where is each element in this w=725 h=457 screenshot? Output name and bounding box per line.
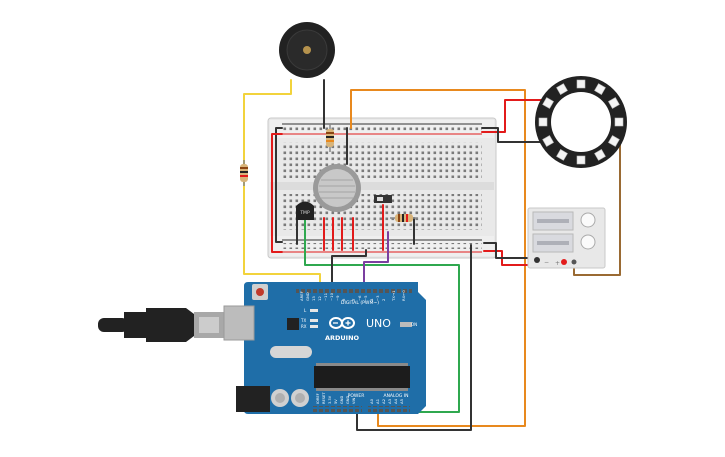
pin-label-7: 7 xyxy=(351,298,356,301)
pin-label-12: 12 xyxy=(317,296,322,301)
neopixel-led xyxy=(538,117,548,127)
neopixel-led xyxy=(576,79,586,89)
wire-red-left-rail[interactable] xyxy=(271,133,283,253)
wire-red-ring-power[interactable] xyxy=(481,99,546,133)
wire-black-supply[interactable] xyxy=(483,242,537,259)
pin-label-9: ~9 xyxy=(335,295,340,301)
slide-switch[interactable] xyxy=(374,195,392,203)
wires xyxy=(243,79,621,431)
breadboard-center-channel xyxy=(270,182,494,190)
digital-header[interactable] xyxy=(296,288,412,294)
supply-knob-bottom[interactable] xyxy=(580,234,596,250)
pin-label-11: ~11 xyxy=(323,292,328,301)
power-label: POWER xyxy=(348,393,365,399)
pin-label-10: ~10 xyxy=(329,292,334,301)
supply-terminal-negative[interactable] xyxy=(534,257,540,263)
usb-b-port[interactable] xyxy=(223,305,255,341)
pin-label-a1: A1 xyxy=(375,398,380,404)
analog-header[interactable] xyxy=(368,406,410,412)
pin-label-reset: RESET xyxy=(322,392,326,404)
wire-black-left-rail[interactable] xyxy=(275,127,283,243)
led-label-tx: TX xyxy=(300,318,306,323)
resistor-top[interactable] xyxy=(326,124,334,152)
pin-label-5v: 5V xyxy=(334,399,338,404)
neopixel-led xyxy=(614,117,624,127)
pin-label-5: ~5 xyxy=(363,295,368,301)
neopixel-led xyxy=(556,83,568,95)
microcontroller-chip xyxy=(314,366,410,388)
buzzer-center-dot xyxy=(303,46,311,54)
status-leds: L TX RX ON xyxy=(300,308,417,329)
supply-terminal-positive[interactable] xyxy=(561,259,567,265)
neopixel-led xyxy=(594,83,606,95)
usb-cable xyxy=(98,308,224,342)
led-label-rx: RX xyxy=(301,324,307,329)
power-supply[interactable]: − + xyxy=(527,207,606,269)
analog-label: ANALOG IN xyxy=(383,393,408,399)
pin-label-3v3: 3.3V xyxy=(328,395,332,404)
pin-label-gnd1: GND xyxy=(340,396,344,404)
neopixel-led xyxy=(594,149,606,161)
temp-sensor-label: TMP xyxy=(299,210,310,216)
wire-black-ground-header[interactable] xyxy=(331,249,367,289)
temperature-sensor[interactable]: TMP xyxy=(296,201,314,221)
neopixel-led xyxy=(542,97,554,109)
pin-label-a2: A2 xyxy=(381,398,386,404)
arduino-brand: ARDUINO xyxy=(325,334,360,342)
pin-label-2: 2 xyxy=(381,298,386,301)
resistor-right[interactable] xyxy=(390,214,418,222)
digital-pin-labels: AREF GND 13 12 ~11 ~10 ~9 8 7 ~6 ~5 4 ~3… xyxy=(299,290,406,302)
power-header[interactable] xyxy=(312,406,362,412)
pin-label-a5: A5 xyxy=(399,398,404,404)
small-chip xyxy=(287,318,299,330)
pin-label-ioref: IOREF xyxy=(316,393,320,404)
neopixel-ring[interactable] xyxy=(535,76,627,168)
resistor-left[interactable] xyxy=(240,160,248,186)
pin-label-a0: A0 xyxy=(369,398,374,404)
dc-power-jack[interactable] xyxy=(236,386,270,412)
pin-label-gnd2: GND xyxy=(346,396,350,404)
pin-label-tx1: TX→1 xyxy=(391,290,396,302)
wire-black-ring-ground[interactable] xyxy=(481,127,546,143)
pin-label-3: ~3 xyxy=(375,295,380,301)
arduino-logo xyxy=(329,317,355,329)
power-pin-labels: IOREF RESET 3.3V 5V GND GND VIN xyxy=(316,392,356,404)
pin-label-aref: AREF xyxy=(299,291,304,301)
neopixel-led xyxy=(576,155,586,165)
supply-minus-label: − xyxy=(544,259,549,266)
pin-label-gnd: GND xyxy=(305,292,310,301)
arduino-model: UNO xyxy=(366,317,391,330)
pin-label-vin: VIN xyxy=(352,397,356,404)
neopixel-led xyxy=(608,135,620,147)
analog-pin-labels: A0 A1 A2 A3 A4 A5 xyxy=(369,398,404,404)
terminal-strip-top xyxy=(282,142,482,178)
arduino-uno[interactable]: ARDUINO UNO DIGITAL (PWM~) AREF GND 13 1… xyxy=(223,282,426,414)
pin-label-8: 8 xyxy=(341,298,346,301)
pin-label-4: 4 xyxy=(369,298,374,301)
neopixel-led xyxy=(556,149,568,161)
pin-label-a4: A4 xyxy=(393,398,398,404)
supply-plus-label: + xyxy=(555,260,560,267)
neopixel-led xyxy=(542,135,554,147)
pin-label-a3: A3 xyxy=(387,398,392,404)
crystal-oscillator xyxy=(270,346,312,358)
wire-green-temp-signal[interactable] xyxy=(304,217,460,413)
led-label-l: L xyxy=(304,308,307,313)
led-label-on: ON xyxy=(411,322,417,327)
neopixel-led xyxy=(608,97,620,109)
wire-black-ground-bottom[interactable] xyxy=(356,244,472,431)
supply-knob-top[interactable] xyxy=(580,212,596,228)
pin-label-6: ~6 xyxy=(357,295,362,301)
wire-purple-digital[interactable] xyxy=(363,231,389,289)
digital-label: DIGITAL (PWM~) xyxy=(341,300,379,306)
pin-label-13: 13 xyxy=(311,296,316,301)
ring-leds xyxy=(538,79,624,165)
pin-label-rx0: RX←0 xyxy=(401,290,406,301)
gas-sensor[interactable] xyxy=(313,164,361,212)
buzzer[interactable] xyxy=(279,22,335,78)
